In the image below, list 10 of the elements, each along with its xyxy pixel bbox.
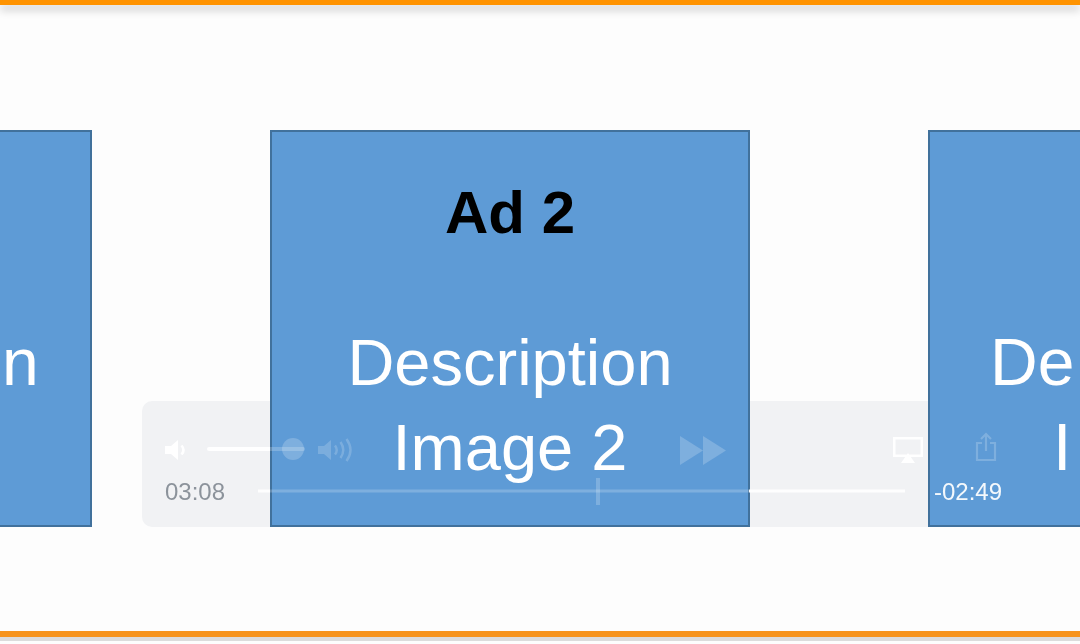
box-text: n	[2, 324, 39, 401]
remaining-time: -02:49	[934, 480, 1003, 504]
box-text: Description Image 2	[346, 325, 674, 486]
box-text: I	[1053, 409, 1072, 486]
content-box	[0, 130, 92, 527]
box-heading: Ad 2	[444, 183, 576, 243]
content-box	[928, 130, 1080, 527]
content-box	[270, 130, 750, 527]
box-text: De	[990, 324, 1075, 401]
elapsed-time: 03:08	[165, 480, 226, 504]
